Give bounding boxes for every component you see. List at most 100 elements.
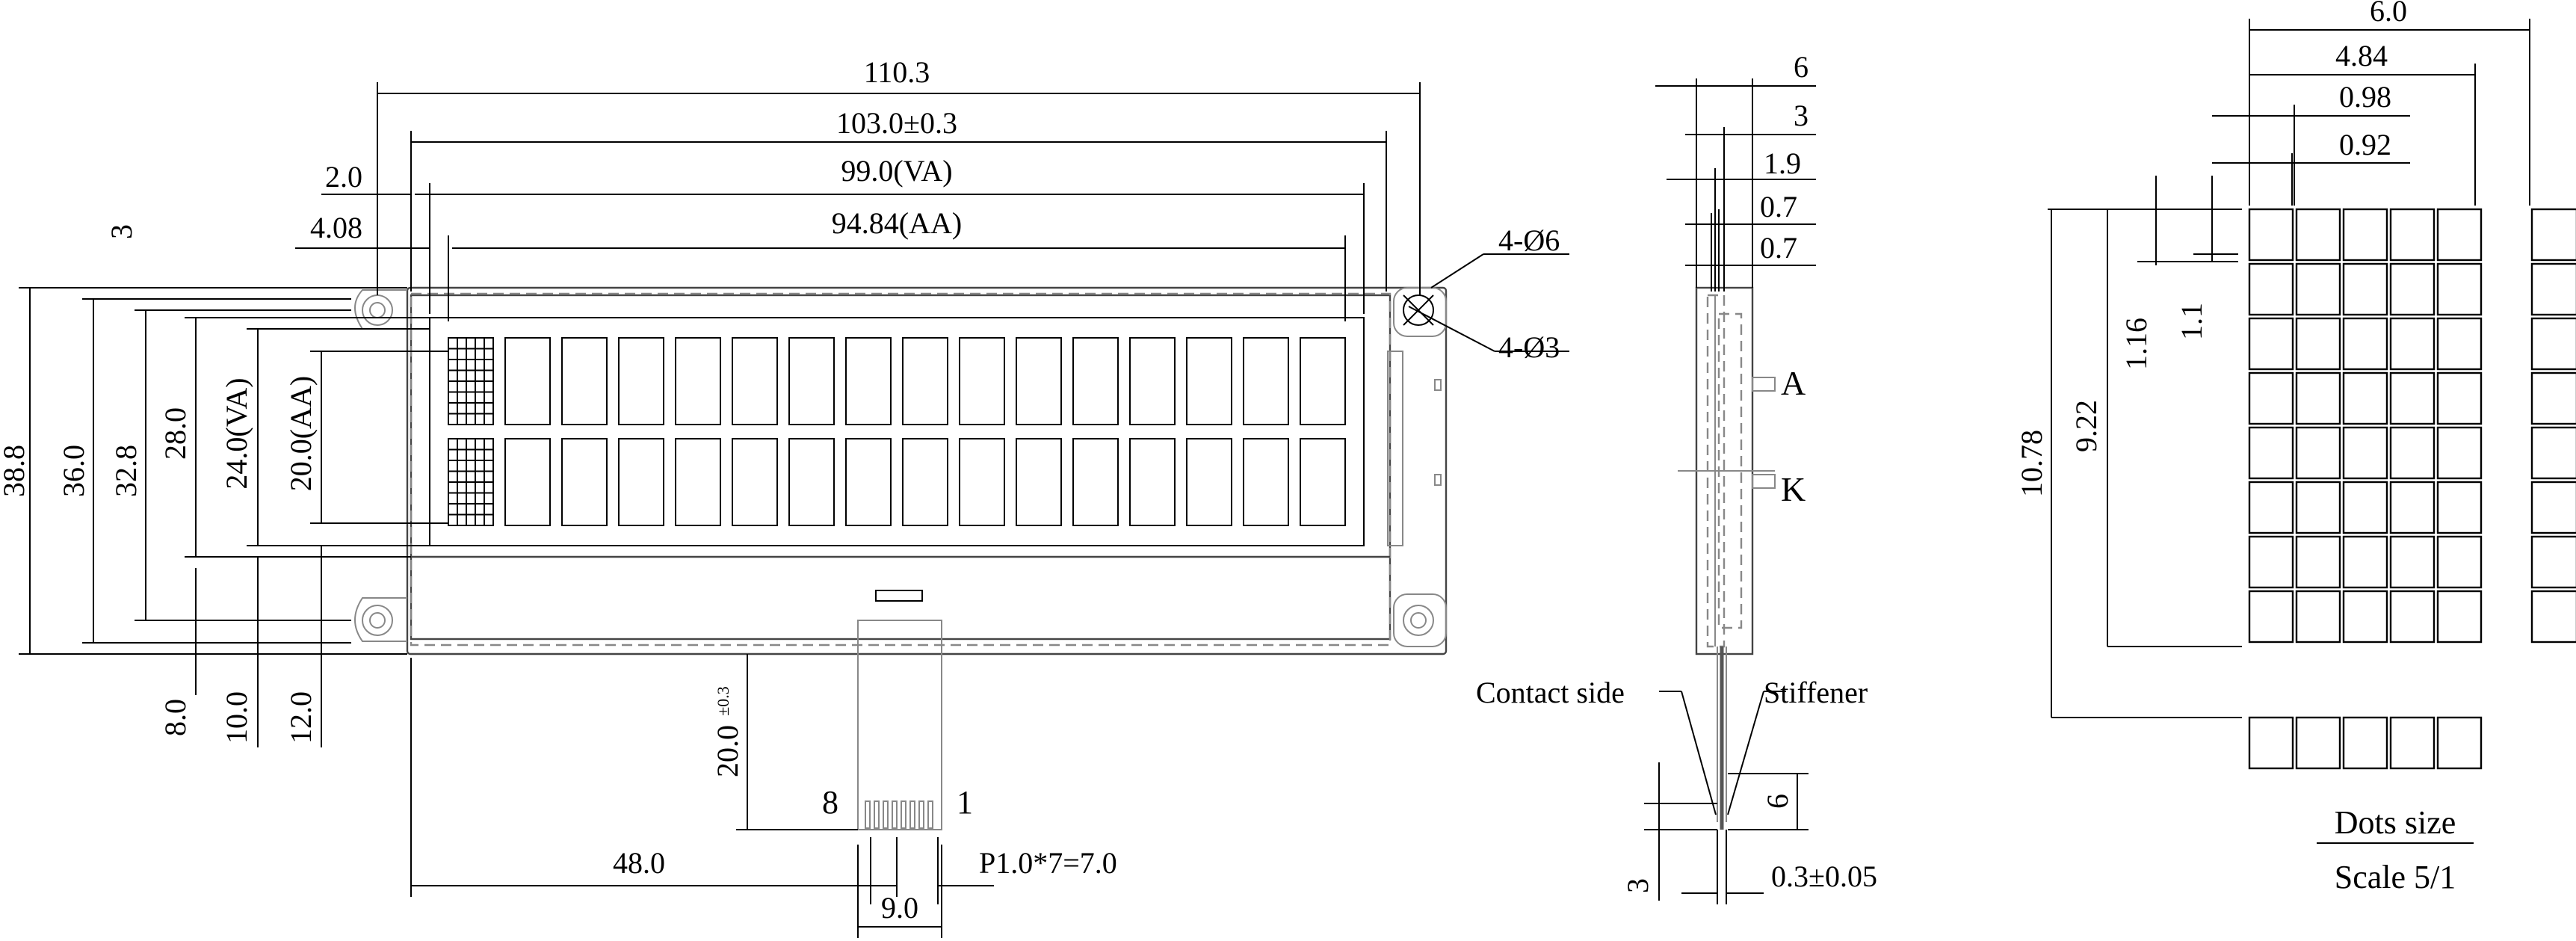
dot: [2248, 535, 2294, 589]
fpc-pin: [918, 800, 924, 829]
character-cell: [845, 337, 892, 425]
contact-side-label: Contact side: [1476, 676, 1625, 709]
character-cell: [561, 438, 608, 526]
side-dim-b: 1.9: [1764, 146, 1801, 180]
dot-matrix-grid: [2248, 208, 2576, 770]
dot: [2295, 535, 2341, 589]
fpc-thickness: 0.3±0.05: [1771, 860, 1877, 893]
adjacent-dot: [2530, 426, 2576, 480]
dot: [2389, 426, 2436, 480]
character-cell: [618, 337, 664, 425]
dim-height-overall: 38.8: [0, 445, 31, 497]
character-cell: [959, 337, 1005, 425]
dot: [2248, 590, 2294, 644]
character-cell: [788, 438, 835, 526]
dot: [2248, 262, 2294, 316]
cursor-dot: [2295, 716, 2341, 770]
fpc-pin: [927, 800, 933, 829]
dim-bottom-offset-2: 10.0: [220, 691, 253, 744]
front-view: 110.3 103.0±0.3 99.0(VA) 94.84(AA) 2.0 4…: [0, 55, 1569, 938]
dot: [2248, 481, 2294, 534]
fpc-end-length: 6: [1761, 794, 1794, 809]
fpc-pins: [865, 800, 933, 829]
character-cell: [561, 337, 608, 425]
dot: [2436, 208, 2483, 262]
dim-fpc-length-tol: ±0.3: [714, 686, 732, 716]
dot: [2389, 371, 2436, 425]
dot: [2389, 317, 2436, 371]
fpc-pin: [865, 800, 871, 829]
dim-height-pcb: 36.0: [57, 445, 90, 497]
character-cell: [1300, 438, 1346, 526]
character-cell: [1300, 337, 1346, 425]
dot: [2295, 262, 2341, 316]
character-cell: [1016, 438, 1062, 526]
dot: [2342, 317, 2388, 371]
dim-fpc-width: 9.0: [881, 891, 918, 925]
adjacent-dot: [2530, 371, 2576, 425]
dot: [2342, 590, 2388, 644]
fpc-pin: [883, 800, 889, 829]
character-cell: [1186, 337, 1232, 425]
dim-bottom-offset-1: 8.0: [158, 699, 192, 736]
character-cell: [1243, 337, 1289, 425]
character-cell: [1186, 438, 1232, 526]
character-cell: [675, 438, 721, 526]
fpc-gap: 3: [1621, 878, 1655, 893]
dot: [2295, 481, 2341, 534]
character-cell: [788, 337, 835, 425]
character-cell: [1243, 438, 1289, 526]
dim-offset-top: 3: [105, 224, 138, 239]
dim-offset-left-2: 4.08: [310, 211, 362, 244]
character-cell: [618, 438, 664, 526]
character-cell: [845, 438, 892, 526]
dot: [2295, 426, 2341, 480]
adjacent-dot: [2530, 208, 2576, 262]
dot: [2436, 317, 2483, 371]
dot-width: 0.92: [2339, 128, 2391, 161]
character-cell: [902, 337, 948, 425]
character-cell: [1072, 438, 1119, 526]
cathode-label: K: [1781, 470, 1806, 508]
dot: [2389, 481, 2436, 534]
adjacent-dot: [2530, 317, 2576, 371]
cursor-dot: [2248, 716, 2294, 770]
dot: [2342, 208, 2388, 262]
dot-matrix-cell: [448, 337, 494, 425]
dot: [2389, 262, 2436, 316]
character-cells: [448, 337, 1346, 526]
side-dim-total: 6: [1794, 50, 1809, 84]
dot-vpitch: 1.16: [2119, 318, 2153, 370]
pin-first-label: 1: [957, 784, 973, 821]
dim-height-va: 24.0(VA): [220, 377, 253, 489]
dot-span: 4.84: [2335, 39, 2388, 72]
character-cell: [675, 337, 721, 425]
pcb-outline: [406, 286, 1448, 655]
dim-width-aa: 94.84(AA): [832, 206, 962, 240]
dot: [2389, 208, 2436, 262]
dot: [2342, 371, 2388, 425]
fpc-pin: [892, 800, 898, 829]
dim-bottom-offset-3: 12.0: [284, 691, 318, 744]
side-dim-c: 0.7: [1760, 190, 1797, 223]
mounting-holes: [354, 287, 1447, 647]
pin-last-label: 8: [822, 784, 838, 821]
adjacent-dot: [2530, 262, 2576, 316]
dot: [2436, 426, 2483, 480]
dot-detail-view: 6.0 4.84 0.98 0.92 1.16 1.1 10.78 9.22 D…: [2015, 0, 2576, 895]
character-cell: [732, 337, 778, 425]
fpc-pin: [901, 800, 906, 829]
fpc-pin: [874, 800, 880, 829]
dot: [2248, 317, 2294, 371]
dot: [2389, 535, 2436, 589]
character-cell: [1016, 337, 1062, 425]
character-cell: [1072, 337, 1119, 425]
dot: [2295, 208, 2341, 262]
dot: [2248, 371, 2294, 425]
adjacent-dot: [2530, 590, 2576, 644]
dots-scale-caption: Scale 5/1: [2335, 859, 2456, 895]
dot: [2342, 535, 2388, 589]
dot: [2342, 426, 2388, 480]
side-view: 6 3 1.9 0.7 0.7 A K Contact side Stiffen…: [1476, 50, 1877, 904]
